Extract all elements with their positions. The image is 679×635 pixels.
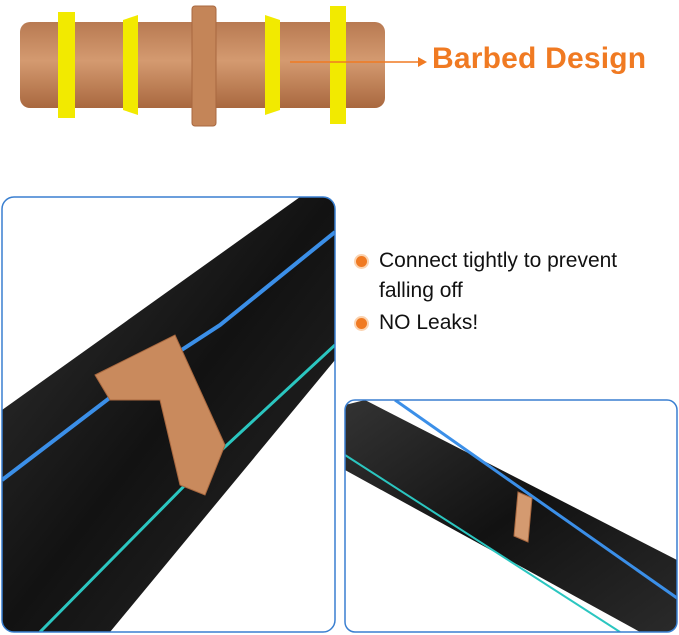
bullet-icon — [356, 318, 367, 329]
barbed-design-label: Barbed Design — [432, 42, 647, 75]
barbed-connector-image — [20, 5, 427, 127]
bullet-icon — [356, 256, 367, 267]
feature-line: NO Leaks! — [379, 311, 479, 334]
installed-view-panel — [344, 399, 678, 633]
feature-line: falling off — [379, 279, 463, 302]
feature-line: Connect tightly to prevent — [379, 249, 618, 272]
closeup-panel — [1, 196, 336, 633]
